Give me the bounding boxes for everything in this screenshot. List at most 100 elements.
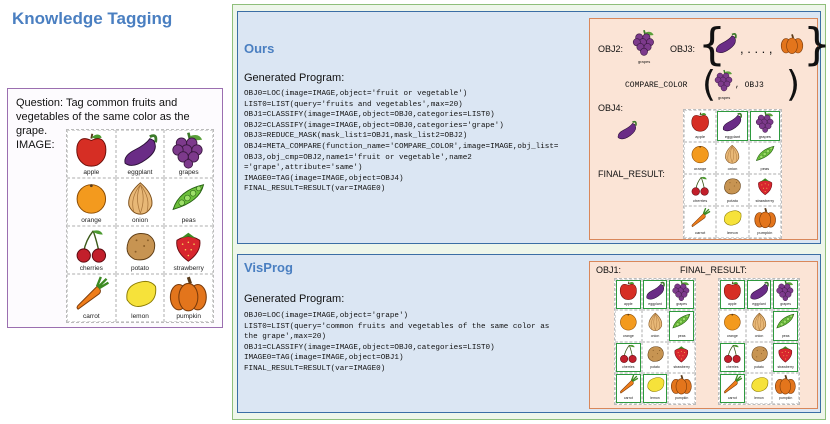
vp-obj1-cell-label: peas xyxy=(677,333,686,338)
ours-code-line: LIST0=LIST(query='fruits and vegetables'… xyxy=(244,100,463,109)
main-cell-label: orange xyxy=(81,217,102,224)
vp-final-cell-grapes: grapes xyxy=(772,279,799,311)
vp-final-cell-potato: potato xyxy=(745,341,773,373)
strawberry-icon xyxy=(757,178,772,196)
image-label: IMAGE: xyxy=(16,139,55,151)
main-cell-label: strawberry xyxy=(173,265,204,272)
vp-obj1-cell-label: lemon xyxy=(650,396,660,400)
onion-icon xyxy=(648,313,662,332)
main-cell-orange: orange xyxy=(67,178,116,226)
vp-obj1-cell-orange: orange xyxy=(615,310,642,342)
main-cell-lemon: lemon xyxy=(115,274,165,322)
grapes-icon xyxy=(172,132,203,169)
strawberry-icon xyxy=(176,232,201,262)
vp-obj1-cell-label: potato xyxy=(650,364,660,369)
vp-final-cell-apple: apple xyxy=(719,279,746,311)
potato-icon xyxy=(126,233,155,261)
vp-final-cell-eggplant: eggplant xyxy=(745,279,773,311)
ours-final-cell-pumpkin: pumpkin xyxy=(748,206,781,238)
final-result-label: FINAL_RESULT: xyxy=(598,169,665,179)
lemon-icon xyxy=(125,280,156,307)
vp-obj1-cell-peas: peas xyxy=(668,310,695,342)
visprog-code-line: OBJ0=LOC(image=IMAGE,object='grape') xyxy=(244,312,409,320)
vp-final-cell-onion: onion xyxy=(745,310,773,342)
vp-obj1-cell-label: apple xyxy=(624,302,633,307)
ours-code-line: ='grape',attribute='same') xyxy=(244,164,363,173)
vp-final-cell-label: eggplant xyxy=(752,302,766,307)
eggplant-icon xyxy=(124,134,157,166)
compare-obj3-ref: , OBJ3 xyxy=(735,81,764,90)
question-panel: Question: Tag common fruits and vegetabl… xyxy=(7,88,223,328)
vp-obj1-cell-cherries: cherries xyxy=(615,341,642,373)
main-cell-label: potato xyxy=(130,265,150,272)
ours-title: Ours xyxy=(244,41,275,56)
ours-final-cell-label: onion xyxy=(727,166,738,171)
vp-final-cell-label: lemon xyxy=(754,396,764,400)
ours-final-cell-label: orange xyxy=(693,166,707,171)
main-cell-peas: peas xyxy=(164,178,213,226)
pumpkin-icon xyxy=(754,207,776,229)
cherries-icon xyxy=(76,230,107,263)
ours-code-line: FINAL_RESULT=RESULT(var=IMAGE0) xyxy=(244,185,386,194)
compare-caption: grapes xyxy=(718,95,731,100)
ours-code-line: OBJ3,obj_cmp=OBJ2,name1='fruit or vegeta… xyxy=(244,153,472,162)
vp-obj1-cell-label: carrot xyxy=(623,396,633,400)
cherries-icon xyxy=(724,344,741,363)
main-cell-label: grapes xyxy=(178,169,199,176)
obj3-eggplant-icon xyxy=(715,33,737,54)
onion-icon xyxy=(127,182,153,215)
eggplant-icon xyxy=(750,281,769,300)
onion-icon xyxy=(752,313,766,332)
obj4-eggplant-icon xyxy=(617,120,637,140)
ours-panel: Ours Generated Program: OBJ0=LOC(image=I… xyxy=(237,11,830,244)
ours-final-cell-label: potato xyxy=(726,198,739,203)
vp-final-cell-label: orange xyxy=(726,333,738,338)
ours-code-line: IMAGE0=TAG(image=IMAGE,object=OBJ4) xyxy=(244,174,404,183)
visprog-code-block: OBJ0=LOC(image=IMAGE,object='grape')LIST… xyxy=(244,311,549,375)
apple-icon xyxy=(619,281,637,300)
visprog-code-line: FINAL_RESULT=RESULT(var=IMAGE0) xyxy=(244,364,386,373)
visprog-generated-label: Generated Program: xyxy=(244,293,345,305)
vp-final-cell-label: carrot xyxy=(727,396,737,400)
obj3-label: OBJ3: xyxy=(670,44,696,54)
main-cell-potato: potato xyxy=(115,226,165,274)
vp-obj1-cell-label: strawberry xyxy=(673,364,690,369)
ours-final-cell-lemon: lemon xyxy=(716,206,749,238)
lemon-icon xyxy=(647,377,664,392)
vp-final-cell-label: strawberry xyxy=(777,364,794,369)
potato-icon xyxy=(724,178,742,195)
orange-icon xyxy=(724,314,741,331)
cherries-icon xyxy=(620,344,637,363)
vp-obj1-cell-carrot: carrot xyxy=(615,372,642,404)
vp-final-cell-cherries: cherries xyxy=(719,341,746,373)
vp-final-cell-strawberry: strawberry xyxy=(772,341,799,373)
compare-close-paren: ) xyxy=(786,64,801,105)
visprog-code-line: the grape',max=20) xyxy=(244,333,327,342)
ours-final-cell-peas: peas xyxy=(748,142,781,174)
main-cell-label: cherries xyxy=(79,265,103,272)
vp-obj1-cell-label: onion xyxy=(650,333,660,338)
obj3-close-brace: } xyxy=(803,19,830,70)
vp-final-cell-label: peas xyxy=(781,333,790,338)
visprog-code-line: IMAGE0=TAG(image=IMAGE,object=OBJ1) xyxy=(244,354,404,363)
ours-final-cell-label: carrot xyxy=(695,230,706,235)
apple-icon xyxy=(691,112,709,132)
apple-icon xyxy=(723,281,741,300)
potato-icon xyxy=(647,345,664,362)
main-cell-onion: onion xyxy=(115,178,165,226)
ours-final-cell-label: strawberry xyxy=(755,198,775,203)
question-text: Question: Tag common fruits and vegetabl… xyxy=(16,97,190,137)
visprog-title: VisProg xyxy=(244,260,293,275)
eggplant-icon xyxy=(646,281,665,300)
main-cell-grapes: grapes xyxy=(164,130,213,178)
ours-final-cell-carrot: carrot xyxy=(684,206,717,238)
ours-final-cell-label: apple xyxy=(695,134,706,139)
orange-icon xyxy=(620,314,637,331)
ours-code-block: OBJ0=LOC(image=IMAGE,object='fruit or ve… xyxy=(244,89,558,195)
pumpkin-icon xyxy=(671,374,692,395)
potato-icon xyxy=(751,345,768,362)
vp-final-cell-label: apple xyxy=(728,302,737,307)
ours-final-cell-potato: potato xyxy=(716,174,749,206)
visprog-final-grid: apple eggplant grapes orange onion peas cherri… xyxy=(718,278,800,405)
